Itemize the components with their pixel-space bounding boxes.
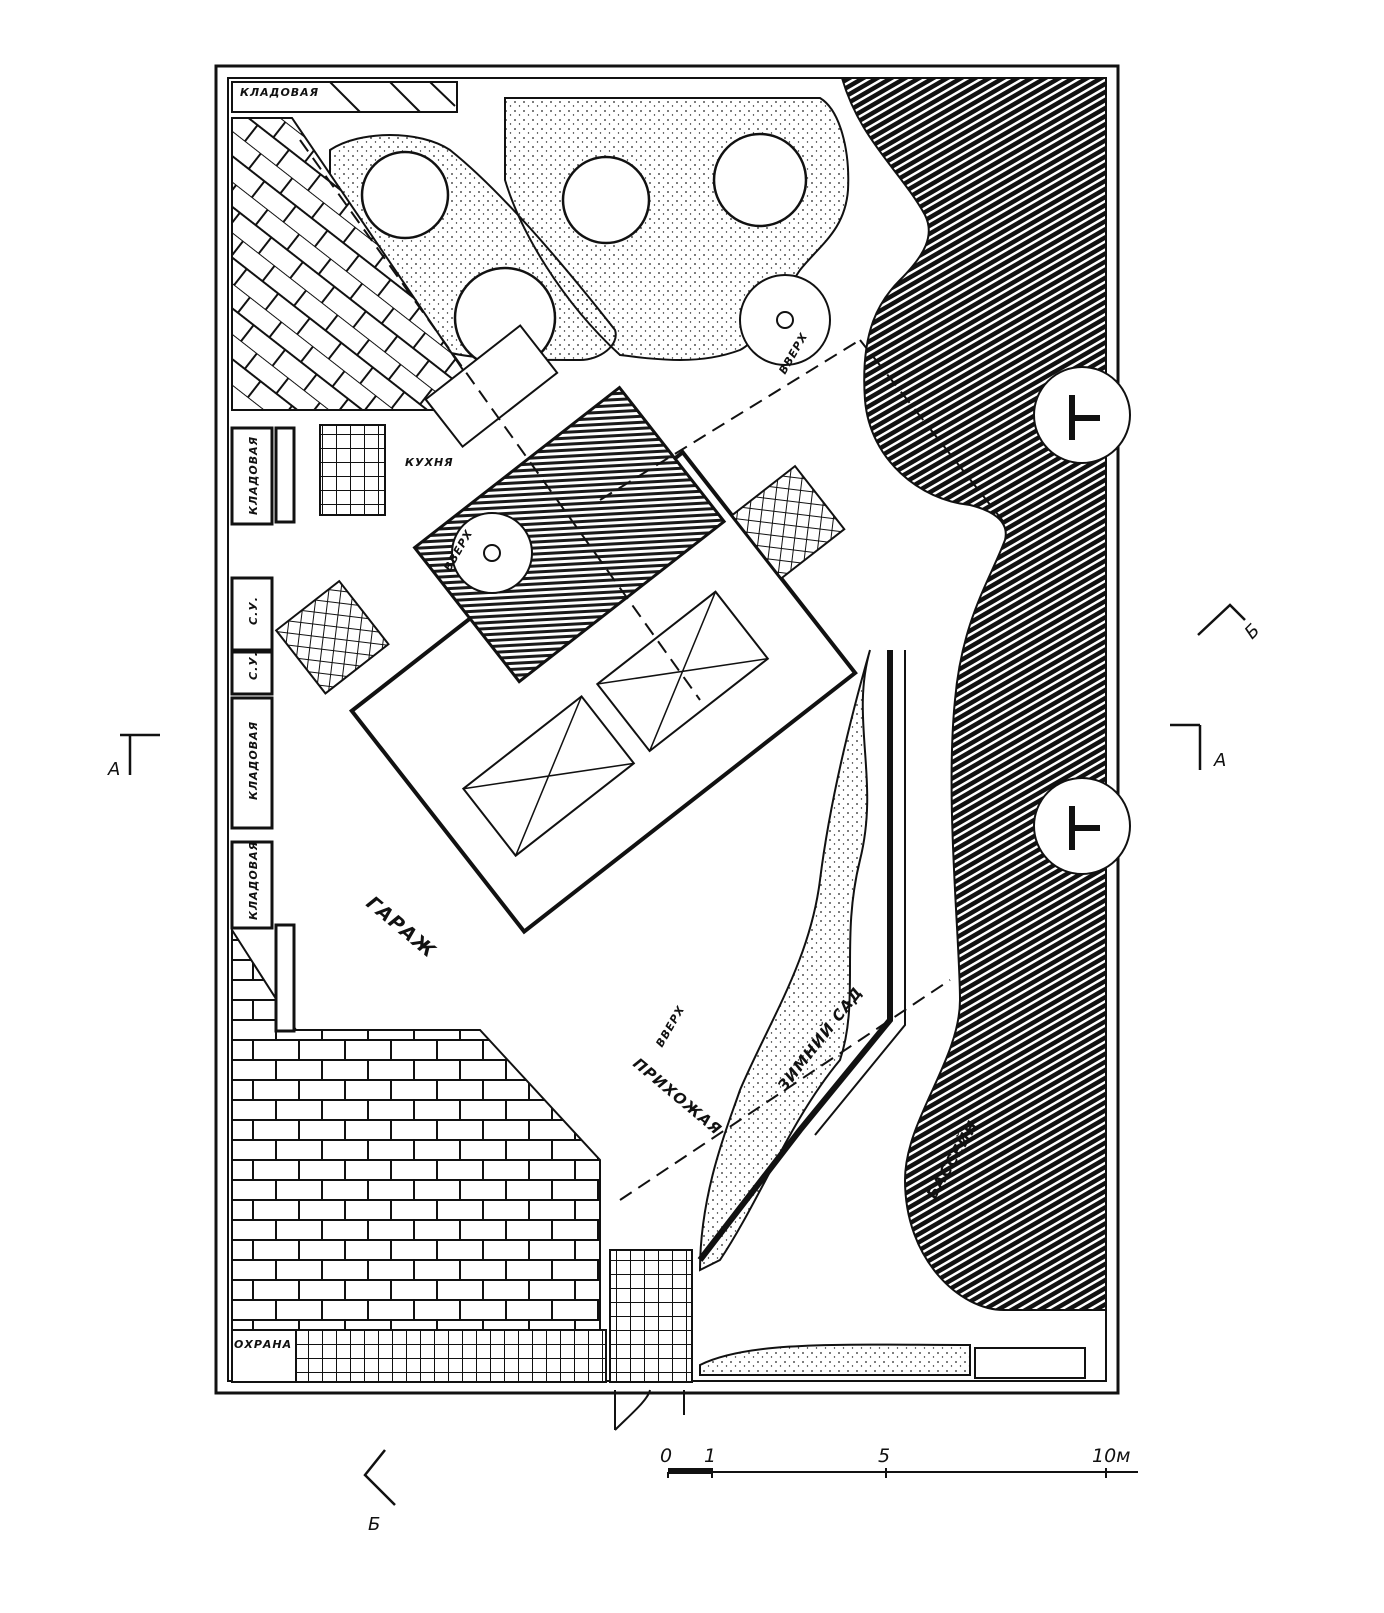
- section-mark-a-right: А: [1213, 750, 1226, 771]
- label-hall: ПРИХОЖАЯ: [629, 1054, 725, 1138]
- label-storage-2: КЛАДОВАЯ: [247, 721, 260, 800]
- section-mark-a-left: А: [107, 759, 120, 780]
- label-guard: ОХРАНА: [234, 1338, 292, 1351]
- tree: [712, 132, 808, 228]
- section-marks: [120, 603, 1246, 1506]
- label-stair-up-3: ВВЕРХ: [653, 1003, 687, 1049]
- section-mark-b-bottom: Б: [368, 1514, 380, 1535]
- kitchen-floor: [319, 424, 386, 516]
- spiral-stairs: [451, 274, 831, 594]
- scale-tick-1: 1: [704, 1445, 716, 1467]
- label-storage-top: КЛАДОВАЯ: [240, 86, 319, 99]
- tree: [360, 150, 450, 240]
- bottom-steps: [974, 1347, 1086, 1379]
- scale-tick-0: 0: [660, 1445, 672, 1467]
- entrance-door: [614, 1389, 685, 1431]
- left-rooms: [230, 426, 296, 1033]
- bottom-planter: [699, 1343, 971, 1376]
- scale-tick-10: 10м: [1092, 1445, 1131, 1467]
- tree: [561, 155, 651, 245]
- winter-garden-bed: [697, 649, 906, 1272]
- paved-terrace-top: [231, 81, 481, 411]
- label-kitchen: КУХНЯ: [405, 456, 454, 469]
- house-core: [274, 324, 858, 935]
- pool: [840, 77, 1131, 1311]
- label-garage: ГАРАЖ: [362, 892, 440, 963]
- scale-bar: 0 1 5 10м: [660, 1445, 1138, 1478]
- label-wc-2: С.У.: [247, 651, 260, 680]
- label-wc-1: С.У.: [247, 596, 260, 625]
- scale-tick-5: 5: [878, 1445, 890, 1467]
- label-storage-1: КЛАДОВАЯ: [247, 436, 260, 515]
- paved-court-bottom: [231, 926, 693, 1383]
- section-mark-b-top: Б: [1241, 620, 1265, 644]
- trees: [360, 132, 808, 370]
- label-storage-3: КЛАДОВАЯ: [247, 841, 260, 920]
- dashed-axes: [299, 139, 1011, 1201]
